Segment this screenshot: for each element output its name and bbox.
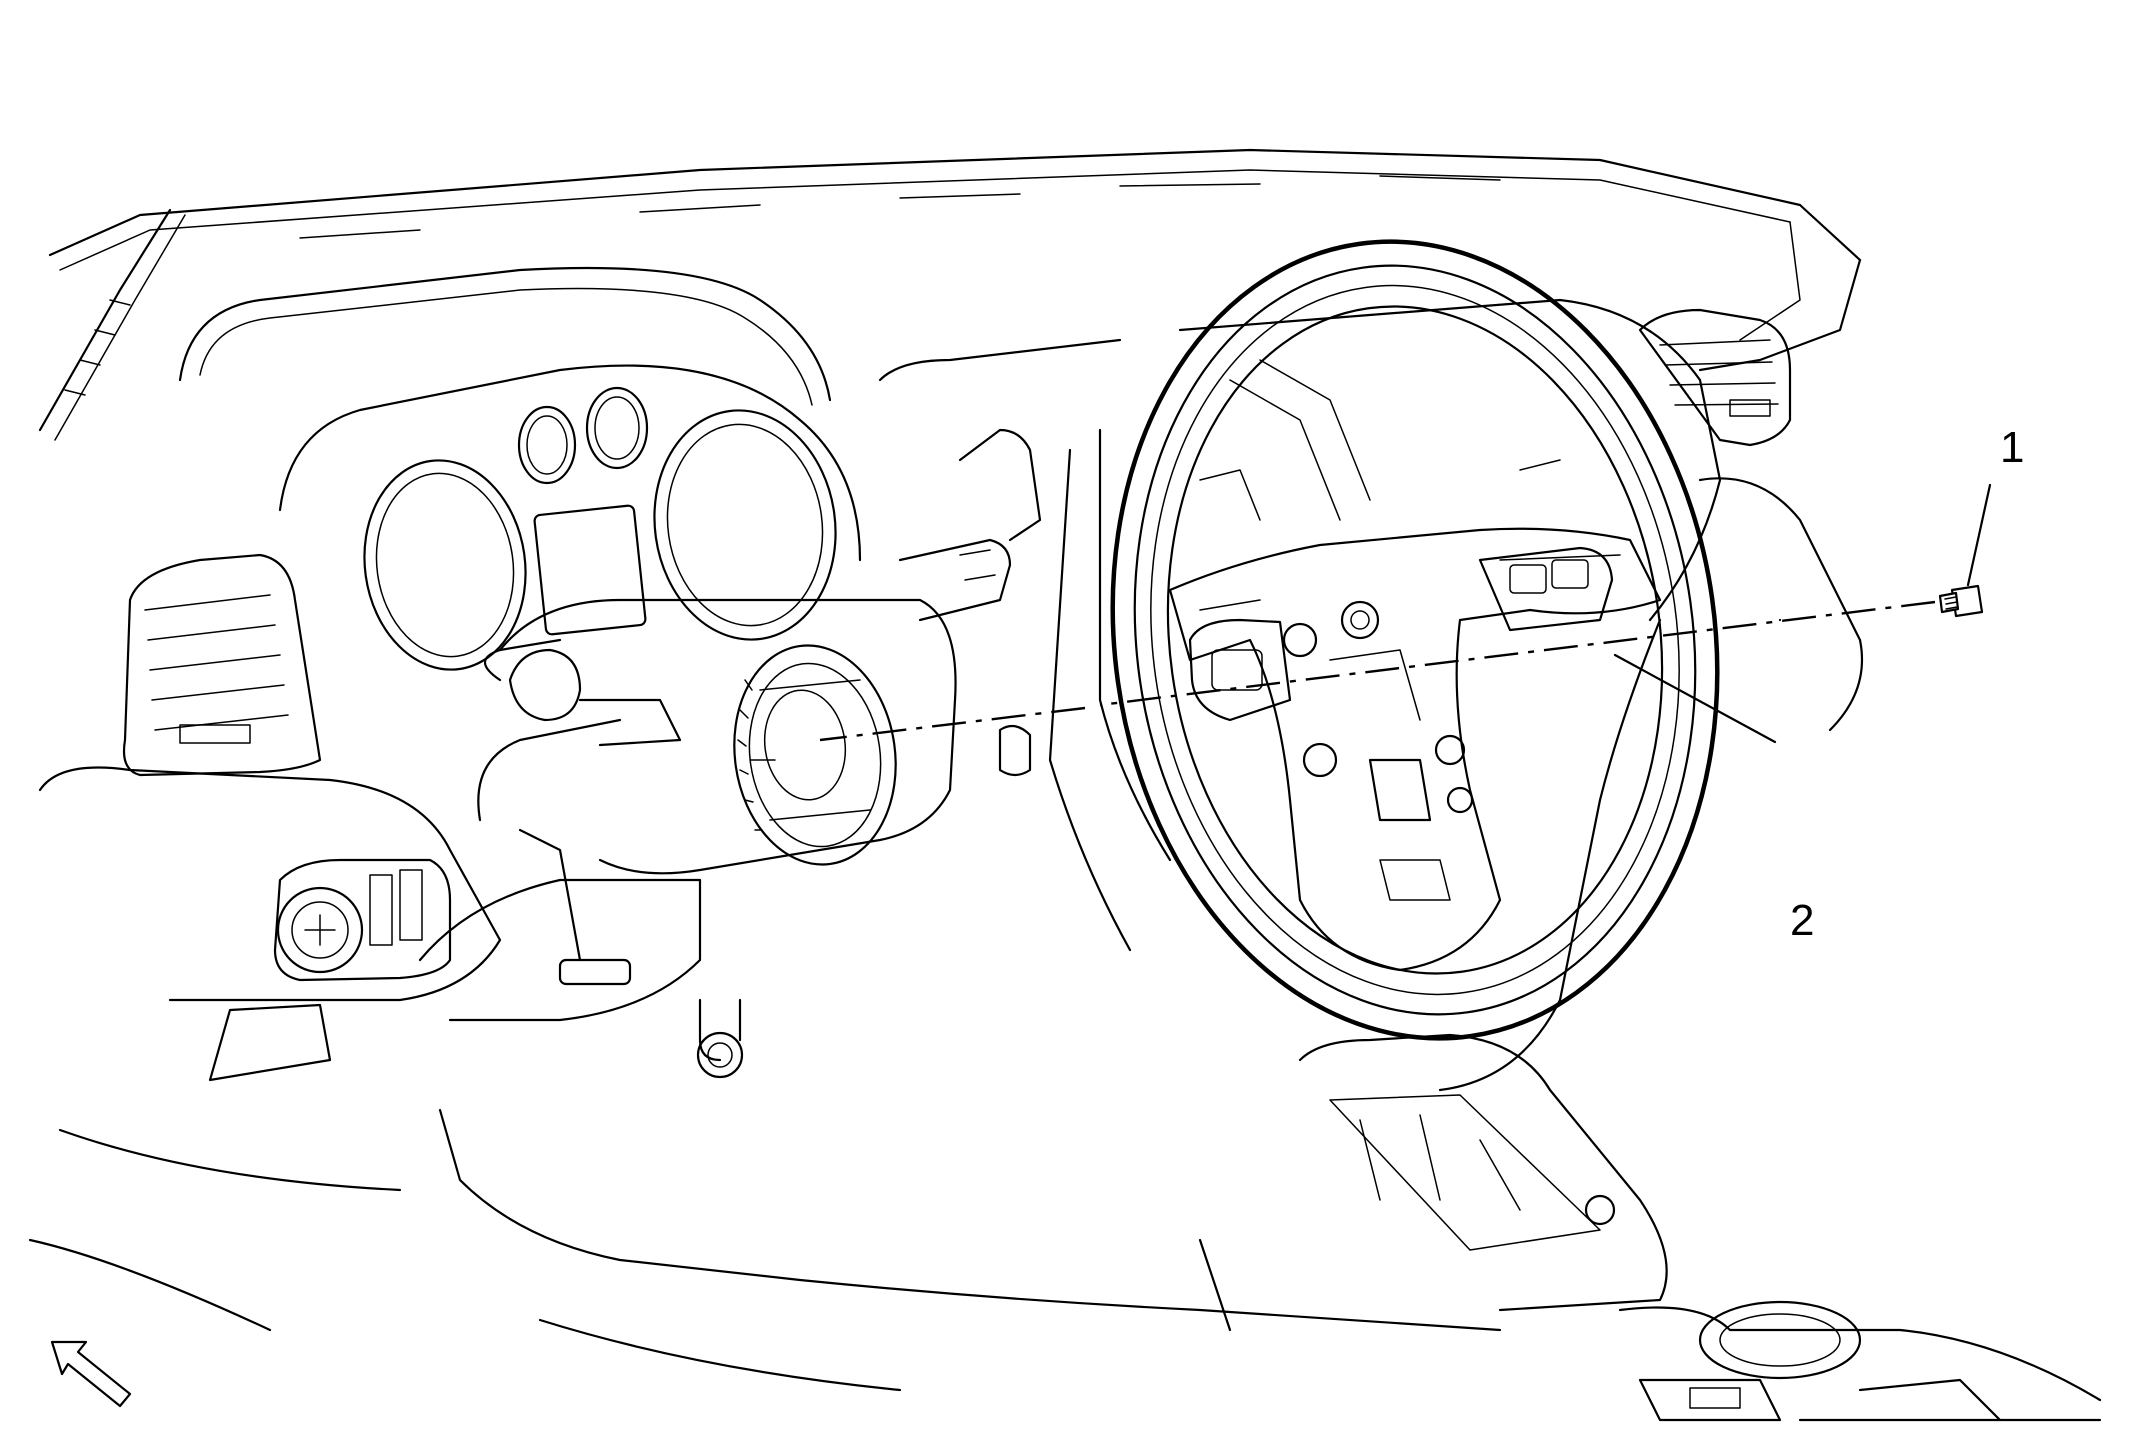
callout-leaders (1613, 483, 1992, 744)
steering-column (418, 428, 1042, 1079)
callout-1-label: 1 (2000, 423, 2024, 472)
instrument-cluster (178, 266, 862, 671)
assembly-centerline (819, 600, 1936, 742)
dashboard-top (38, 148, 1862, 441)
steering-wheel (1110, 239, 1720, 1041)
front-of-vehicle-arrow-icon (50, 1340, 132, 1408)
steering-wheel-bolt (1938, 584, 1984, 618)
passenger-dash (878, 298, 1864, 1092)
center-console (438, 1033, 2102, 1422)
callout-2-label: 2 (1790, 896, 1814, 945)
left-lower-dash (28, 766, 502, 1332)
left-air-vent (122, 553, 322, 777)
